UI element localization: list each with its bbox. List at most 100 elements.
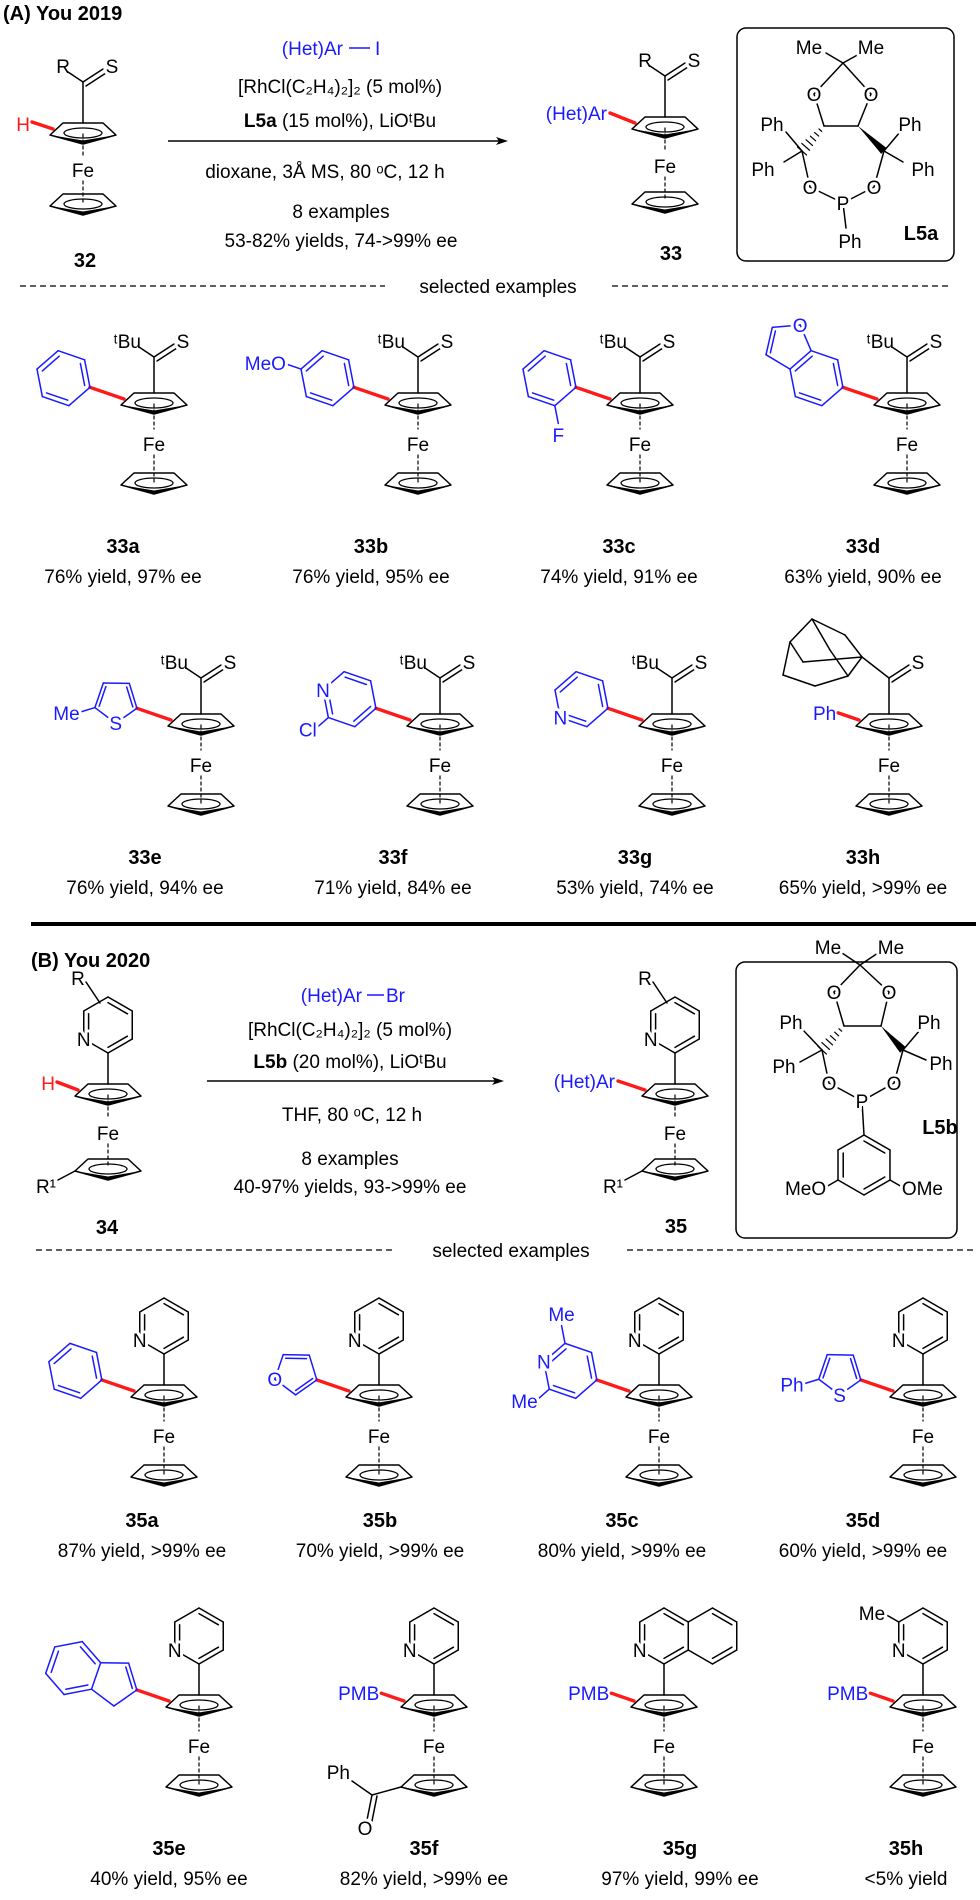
ring-bond [852,1354,862,1381]
ring-bond [522,368,530,398]
ring-bond [274,1378,297,1396]
bond [906,343,928,358]
double-bond [548,1348,567,1365]
substituent-label: R [638,51,652,72]
ring-bond [94,682,105,709]
ligand-atom-label: O [882,983,897,1004]
double-bond [674,1001,696,1015]
bond [417,343,439,358]
substituent-label: ᵗBu [378,332,405,353]
ring-bond [354,1339,380,1355]
substituent-label: Me [859,1604,885,1625]
aromatic-circle [652,798,692,810]
conditions-text: THF, 80 ᵒC, 12 h [282,1105,422,1126]
ring-bond [409,1607,435,1623]
ring-bond [574,1379,598,1400]
heteroatom-label: N [644,1030,658,1051]
wedge-bond [881,1026,906,1053]
ring-bond [554,670,577,691]
ring-front-wedge [168,726,234,735]
adamantyl-bond [814,675,849,687]
ring-bond [650,996,676,1012]
aromatic-circle [639,1389,679,1401]
divider-label: selected examples [419,277,576,298]
double-bond [597,683,604,708]
hashed-bond [805,139,814,147]
ring-bond [765,353,791,370]
ring-bond [139,1339,165,1355]
iron-label: Fe [143,435,165,456]
substituent-label: ᵗBu [632,653,659,674]
ring-front-wedge [874,485,940,494]
bond [639,343,661,358]
ring-bond [687,1649,714,1665]
arrow-head [492,1077,504,1085]
substrate-id: 34 [96,1217,119,1239]
ring-bond [63,1688,93,1696]
bond [420,347,442,362]
bond [664,62,686,77]
double-bond [531,392,555,401]
double-bond [53,1348,72,1365]
aromatic-circle [181,718,221,730]
new-bond [135,706,173,722]
ring-bond [44,1646,56,1675]
ring-bond [837,1134,865,1151]
aromatic-circle [887,397,927,409]
ring-bond [163,1339,189,1355]
adamantyl-bond [847,656,863,677]
ligand-atom-label: Ph [929,1054,952,1075]
ring-front-wedge [385,485,451,494]
ring-bond [863,1179,891,1196]
substituent-label: OMe [902,1179,943,1200]
ring-bond [898,1649,924,1665]
ring-bond [83,1038,109,1054]
adamantyl-bond [811,618,846,636]
new-bond [595,1378,631,1393]
aromatic-circle [359,1469,399,1481]
bond [859,964,890,993]
heteroatom-label: S [109,714,122,735]
ring-bond [294,1379,318,1396]
hetaryl-label: (Het)Ar [554,1072,616,1093]
new-bond [379,1691,406,1703]
substituent-label: Ph [813,704,836,725]
substituent-bond [800,1378,820,1386]
aromatic-circle [903,1779,943,1791]
ring-bond [522,349,545,370]
double-bond [378,1302,400,1316]
substituent-bond [823,1179,839,1189]
bond [861,1082,895,1102]
bond [880,991,890,1027]
ring-front-wedge [626,1477,692,1486]
adamantyl-bond [789,618,813,643]
bond [402,346,419,358]
double-bond [45,392,69,401]
ring-bond [128,682,138,710]
ring-bond [81,1640,102,1664]
bond [624,346,641,358]
bond [153,343,175,358]
heteroatom-label: N [892,1331,906,1352]
double-bond [305,355,324,372]
ring-bond [300,349,323,370]
ring-bond [83,359,91,389]
sulfur-label: S [912,653,925,674]
substituent-bond [283,362,302,370]
compound-id: 35g [663,1838,697,1860]
bond [813,62,844,95]
aromatic-circle [655,1163,695,1175]
ring-front-wedge [632,129,698,138]
iron-label: Fe [664,1124,686,1145]
reagent-group: (Het)Ar [301,986,363,1007]
section-b-title: (B) You 2020 [31,950,150,972]
ring-bond [57,349,86,361]
ring-front-wedge [407,726,473,735]
ring-front-wedge [131,1397,197,1406]
ring-bond [663,1649,689,1665]
compound-yield-ee: 65% yield, >99% ee [779,878,947,899]
substituent-label: R¹ [36,1177,56,1198]
compound-yield-ee: 40% yield, 95% ee [90,1869,247,1890]
aromatic-circle [144,1469,184,1481]
